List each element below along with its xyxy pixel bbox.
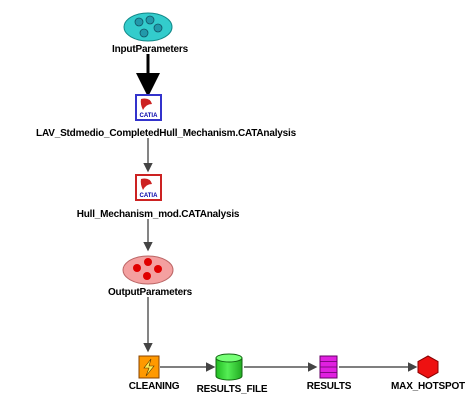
max-hotspot-node[interactable] <box>417 355 439 379</box>
input-dot <box>145 15 155 25</box>
lav-analysis-node[interactable]: CATIA <box>135 94 162 121</box>
edges <box>136 54 418 372</box>
output-dot <box>133 264 141 272</box>
catia-logo-icon <box>140 98 152 110</box>
output-parameters-label: OutputParameters <box>107 287 193 298</box>
input-dot <box>139 28 149 38</box>
output-dot <box>143 272 151 280</box>
results-file-label: RESULTS_FILE <box>196 384 268 395</box>
lightning-icon <box>143 358 155 377</box>
max-hotspot-label: MAX_HOTSPOT <box>391 381 465 392</box>
catia-icon-frame <box>135 94 162 121</box>
results-file-node[interactable] <box>215 353 243 381</box>
cylinder-body <box>215 357 243 381</box>
output-parameters-node[interactable] <box>122 255 174 285</box>
results-label: RESULTS <box>306 381 352 392</box>
input-dot <box>153 23 163 33</box>
input-parameters-label: InputParameters <box>112 44 188 55</box>
catia-icon-frame <box>135 174 162 201</box>
input-parameters-node[interactable] <box>123 12 173 42</box>
catia-icon-text: CATIA <box>140 113 159 119</box>
lav-analysis-label: LAV_Stdmedio_CompletedHull_Mechanism.CAT… <box>36 128 296 139</box>
results-node[interactable] <box>319 355 338 379</box>
cleaning-node[interactable] <box>138 355 160 379</box>
cleaning-label: CLEANING <box>128 381 180 392</box>
input-dot <box>134 17 144 27</box>
hull-analysis-label: Hull_Mechanism_mod.CATAnalysis <box>76 209 240 220</box>
output-dot <box>144 258 152 266</box>
output-parameters-ellipse <box>122 255 174 285</box>
output-dot <box>154 265 162 273</box>
hull-analysis-node[interactable]: CATIA <box>135 174 162 201</box>
cylinder-top <box>215 353 243 363</box>
hexagon-icon <box>417 355 439 379</box>
catia-icon-text: CATIA <box>140 193 159 199</box>
catia-logo-icon <box>140 178 152 190</box>
